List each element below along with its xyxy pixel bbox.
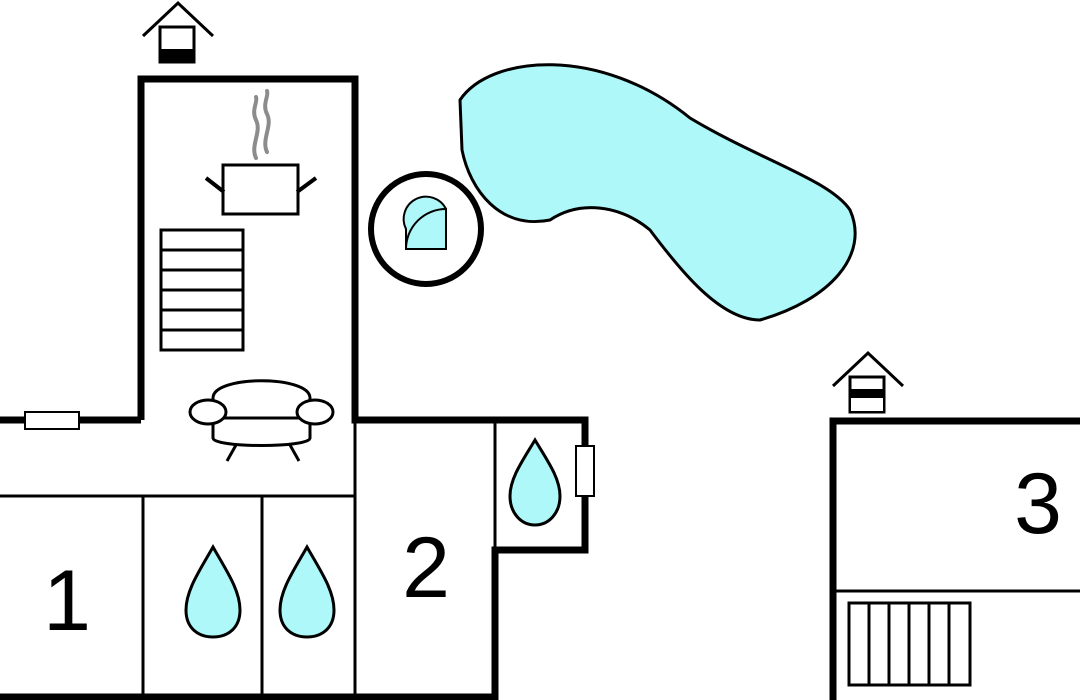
water-drop-icon bbox=[508, 437, 562, 527]
room-label-1: 1 bbox=[43, 553, 91, 649]
house-entrance-icon bbox=[141, 0, 215, 64]
house-entrance-icon bbox=[831, 350, 905, 414]
cooking-pot-icon bbox=[204, 163, 318, 216]
building-3-wall bbox=[829, 417, 1080, 700]
shower-icon bbox=[368, 171, 484, 287]
swimming-pool-icon bbox=[458, 63, 857, 322]
steam-icon bbox=[252, 89, 271, 160]
window-icon bbox=[575, 445, 595, 497]
stairs-icon bbox=[159, 228, 245, 352]
stairs-icon bbox=[847, 601, 972, 687]
water-drop-icon bbox=[184, 543, 242, 639]
sofa-icon bbox=[188, 379, 335, 462]
room-label-2: 2 bbox=[402, 520, 450, 616]
room-label-3: 3 bbox=[1014, 456, 1062, 552]
building-outer-wall bbox=[137, 75, 589, 700]
water-drop-icon bbox=[278, 543, 336, 639]
window-icon bbox=[24, 411, 80, 430]
